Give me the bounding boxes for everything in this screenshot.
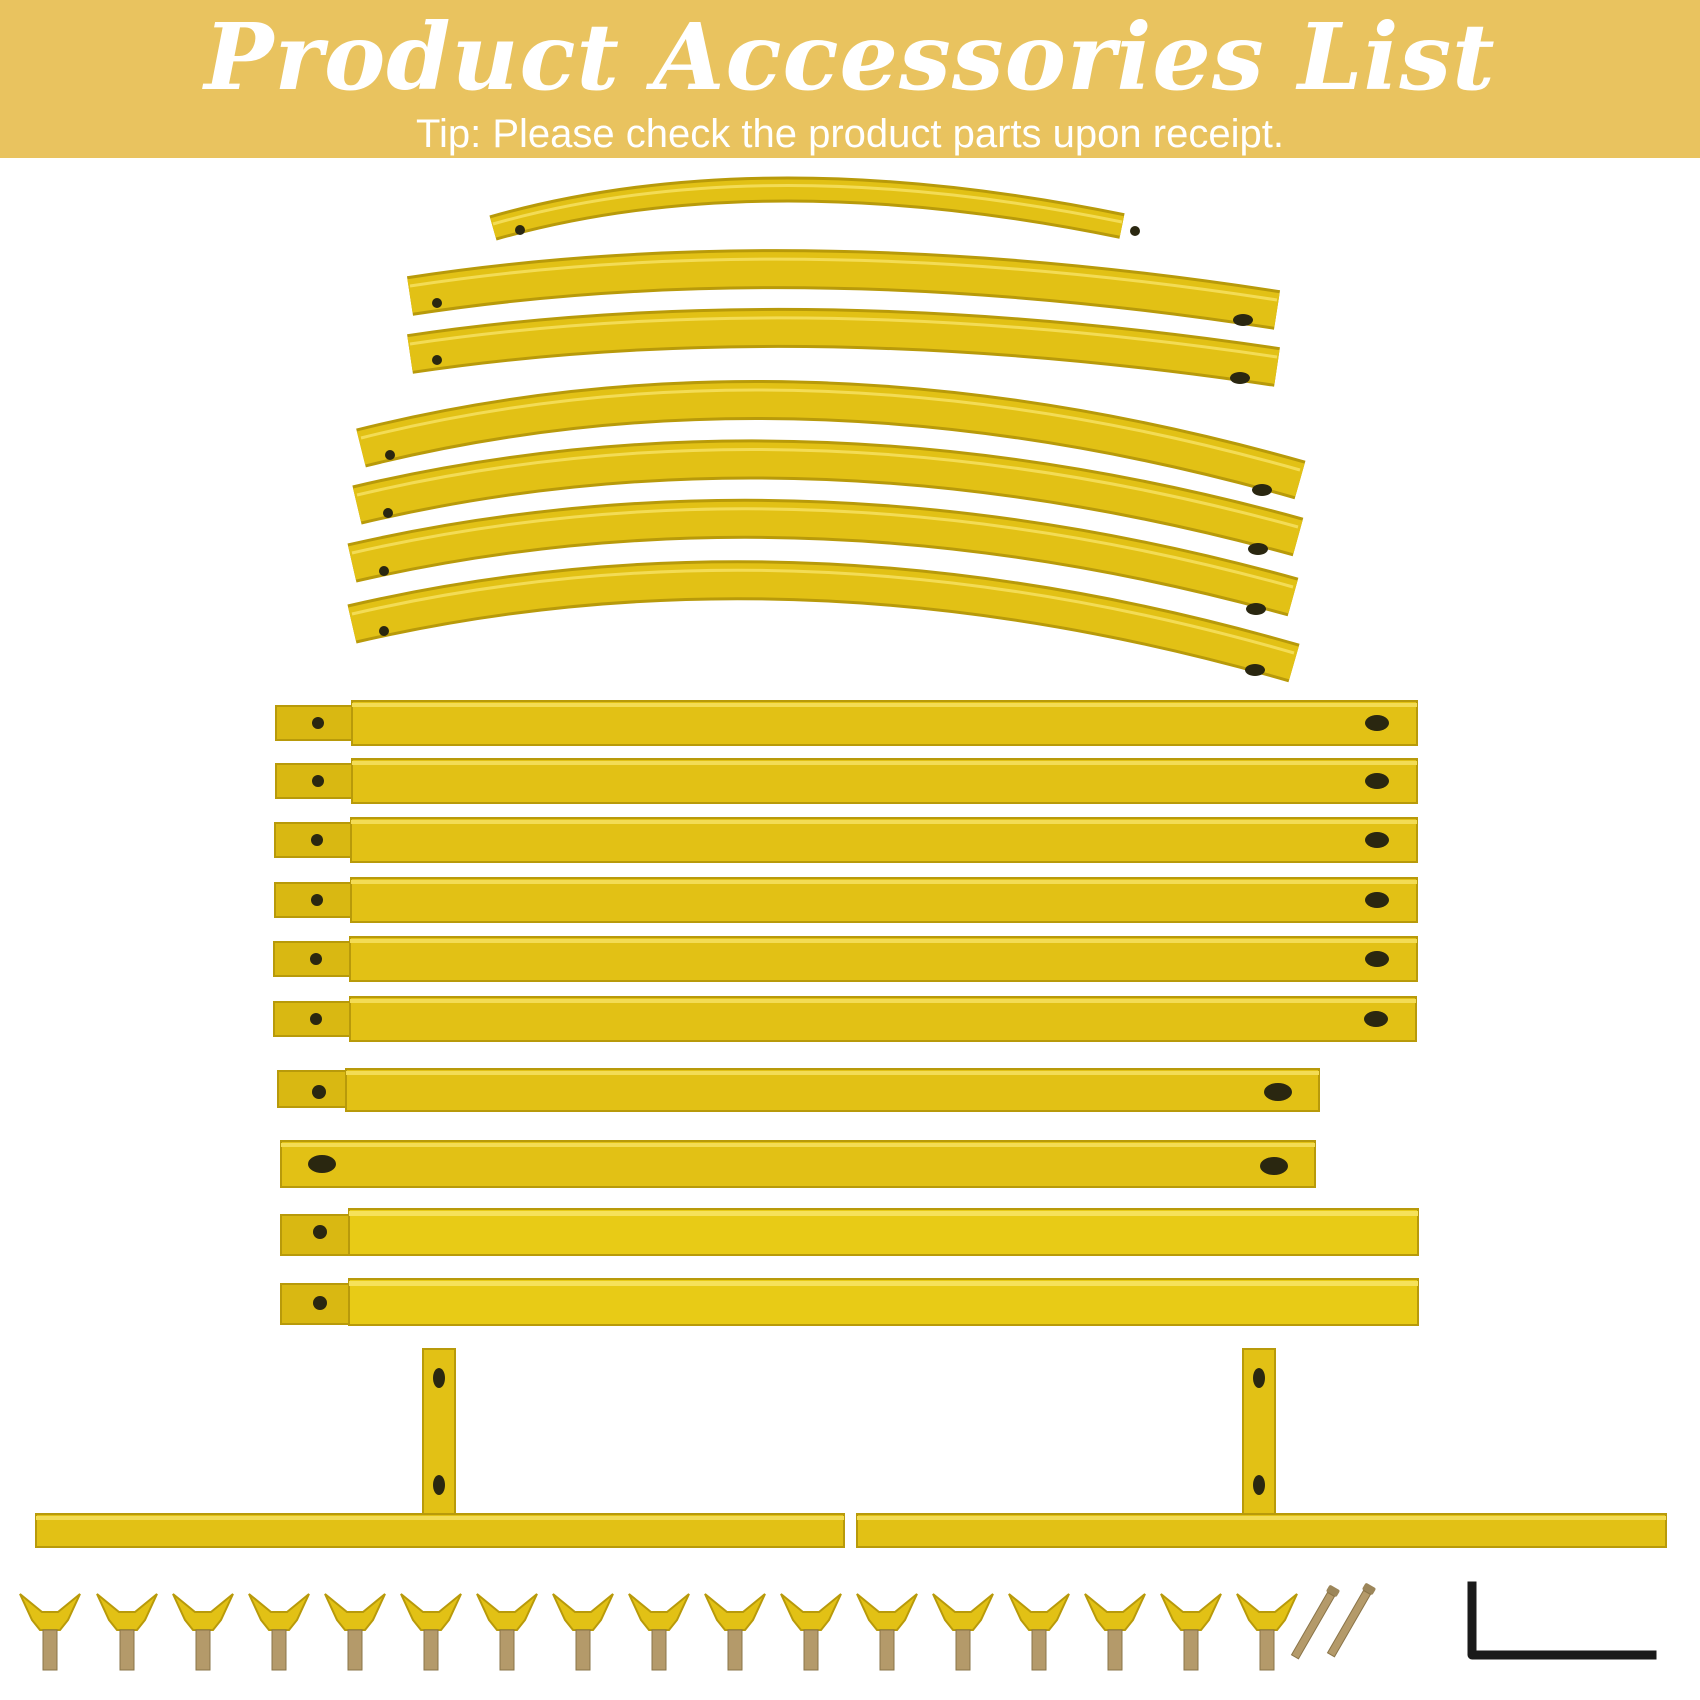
curved-tube bbox=[489, 176, 1140, 241]
page-title: Product Accessories List bbox=[204, 3, 1496, 111]
straight-tube bbox=[280, 1140, 1316, 1188]
wing-nut-icon bbox=[400, 1593, 462, 1671]
long-straight-tubes-group bbox=[273, 700, 1418, 1042]
straight-tube bbox=[275, 758, 1418, 804]
wing-nut-icon bbox=[1008, 1593, 1070, 1671]
wing-nut-icon bbox=[19, 1593, 81, 1671]
wing-nut-icon bbox=[1084, 1593, 1146, 1671]
curved-tube bbox=[407, 307, 1280, 387]
medium-straight-tubes-group bbox=[277, 1068, 1320, 1188]
wing-nut-icon bbox=[96, 1593, 158, 1671]
curved-tube bbox=[347, 560, 1300, 683]
t-base-leg bbox=[35, 1348, 845, 1548]
t-base-leg bbox=[856, 1348, 1667, 1548]
t-base-legs-group bbox=[35, 1348, 1667, 1548]
wing-nut-icon bbox=[628, 1593, 690, 1671]
straight-tube bbox=[273, 936, 1418, 982]
wing-nut-icon bbox=[932, 1593, 994, 1671]
curved-tube bbox=[356, 379, 1306, 500]
straight-tube bbox=[280, 1208, 1419, 1256]
curved-tube bbox=[347, 498, 1299, 617]
wing-nut-icon bbox=[856, 1593, 918, 1671]
wing-nut-icon bbox=[780, 1593, 842, 1671]
straight-tube bbox=[274, 817, 1418, 863]
straight-tube bbox=[280, 1278, 1419, 1326]
hex-key-icon bbox=[1467, 1581, 1657, 1660]
curved-tubes-group bbox=[347, 176, 1306, 683]
straight-tube bbox=[275, 700, 1418, 746]
straight-tube bbox=[277, 1068, 1320, 1112]
straight-tube bbox=[274, 877, 1418, 923]
wing-nut-icon bbox=[476, 1593, 538, 1671]
bolt-icon bbox=[1326, 1583, 1376, 1658]
wing-nut-icon bbox=[1160, 1593, 1222, 1671]
wing-nut-icon bbox=[172, 1593, 234, 1671]
wing-nut-icon bbox=[1236, 1593, 1298, 1671]
curved-tube bbox=[352, 439, 1304, 557]
header-banner: Product Accessories List Tip: Please che… bbox=[0, 0, 1700, 158]
wing-nut-icon bbox=[704, 1593, 766, 1671]
plain-straight-tubes-group bbox=[280, 1208, 1419, 1326]
bolt-icon bbox=[1290, 1585, 1340, 1660]
curved-tube bbox=[406, 249, 1281, 330]
receipt-tip: Tip: Please check the product parts upon… bbox=[416, 112, 1284, 156]
straight-tube bbox=[273, 996, 1417, 1042]
wing-nut-icon bbox=[324, 1593, 386, 1671]
wing-nut-icon bbox=[248, 1593, 310, 1671]
wing-nut-icon bbox=[552, 1593, 614, 1671]
hardware-group bbox=[19, 1581, 1657, 1671]
